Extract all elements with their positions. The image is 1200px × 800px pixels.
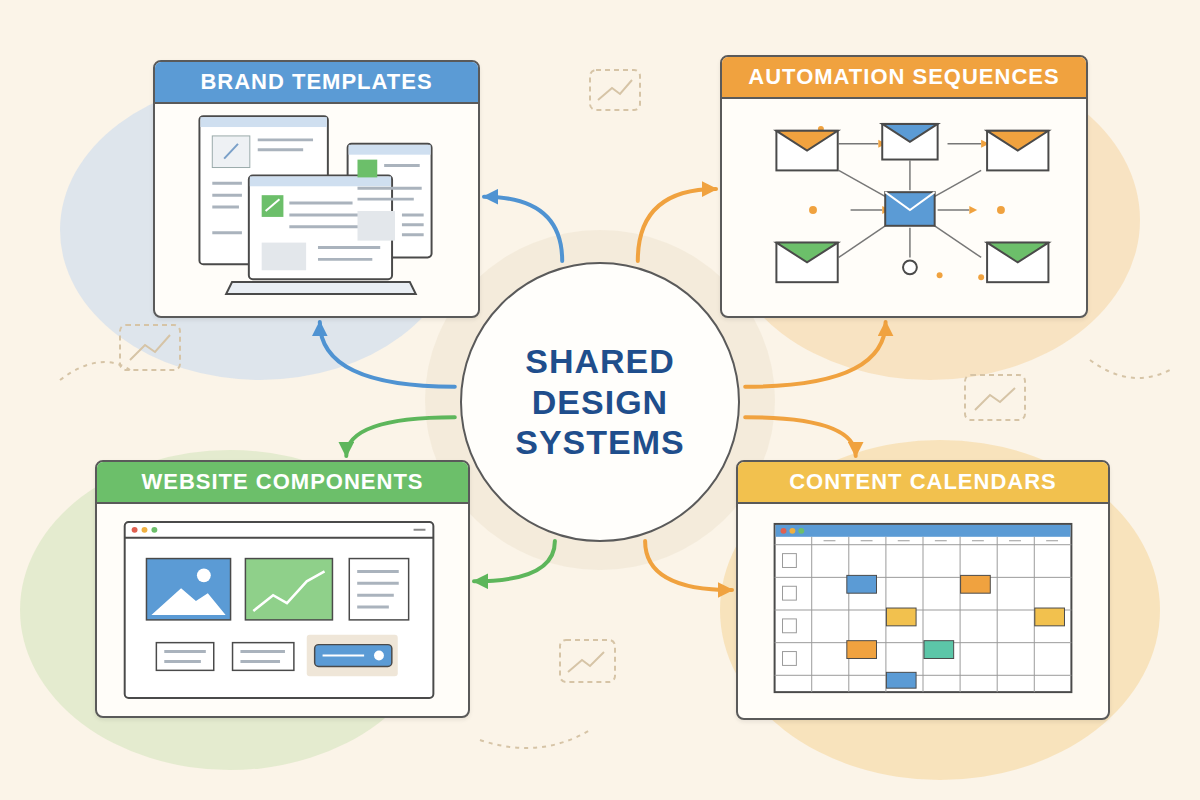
connector-arrow [484,197,562,261]
connector-arrow [638,189,716,261]
connector-arrow [645,541,732,590]
calendar-panel: CONTENT CALENDARS [736,460,1110,720]
panel-title: BRAND TEMPLATES [200,69,432,95]
panel-title: WEBSITE COMPONENTS [141,469,423,495]
website-panel: WEBSITE COMPONENTS [95,460,470,718]
automation-panel: AUTOMATION SEQUENCES [720,55,1088,318]
panel-title: CONTENT CALENDARS [789,469,1057,495]
hub-title: SHARED DESIGN SYSTEMS [485,341,715,463]
web-components-illustration [97,504,468,716]
panel-title: AUTOMATION SEQUENCES [748,64,1059,90]
connector-arrow [745,417,856,456]
email-flow-illustration [722,99,1086,316]
connector-arrow [346,417,455,456]
panel-header: BRAND TEMPLATES [155,62,478,104]
panel-header: AUTOMATION SEQUENCES [722,57,1086,99]
calendar-illustration [738,504,1108,718]
brand-templates-panel: BRAND TEMPLATES [153,60,480,318]
connector-arrow [320,322,455,387]
connector-arrow [474,541,555,581]
panel-header: WEBSITE COMPONENTS [97,462,468,504]
hub-circle: SHARED DESIGN SYSTEMS [460,262,740,542]
templates-illustration [155,104,478,316]
connector-arrow [745,322,885,387]
panel-header: CONTENT CALENDARS [738,462,1108,504]
